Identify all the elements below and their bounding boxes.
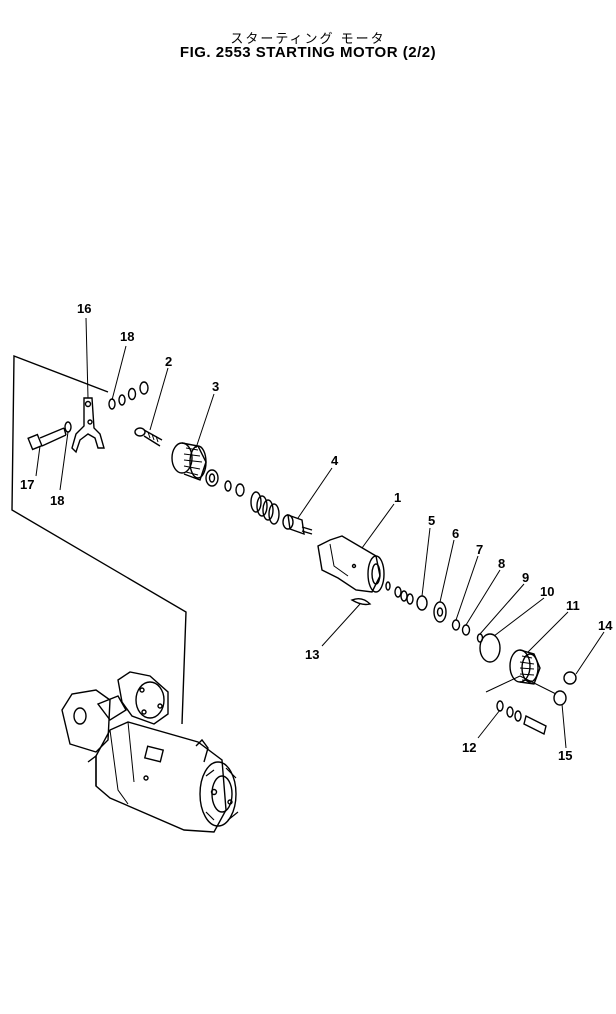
callout-13: 13 — [305, 647, 319, 662]
part-11-end-cover — [509, 649, 541, 685]
callout-8: 8 — [498, 556, 505, 571]
callout-16: 16 — [77, 301, 91, 316]
part-16-shift-lever — [71, 397, 105, 454]
callout-5: 5 — [428, 513, 435, 528]
callout-11: 11 — [566, 598, 580, 613]
part-3-pinion-gear — [171, 442, 207, 481]
callout-9: 9 — [522, 570, 529, 585]
part-small-spring — [385, 581, 414, 605]
part-13-clip — [350, 597, 372, 606]
callout-17: 17 — [20, 477, 34, 492]
part-18-washer-lower — [64, 421, 72, 433]
callout-3: 3 — [212, 379, 219, 394]
starting-motor-assembly — [61, 671, 239, 833]
leader-lines — [35, 317, 605, 749]
part-7-washer — [451, 619, 461, 631]
part-15-cap — [553, 690, 567, 706]
part-1-drive-housing — [317, 535, 385, 593]
diagram-title-japanese: スターティング モータ — [230, 32, 386, 47]
part-spring — [250, 491, 280, 525]
part-12-bolt-set — [496, 700, 547, 736]
part-2-screw — [134, 427, 163, 447]
callout-12: 12 — [462, 740, 476, 755]
part-5-nut — [416, 595, 428, 611]
diagram-title: FIG. 2553 STARTING MOTOR (2/2) — [179, 44, 437, 61]
callout-15: 15 — [558, 748, 572, 763]
callout-10: 10 — [540, 584, 554, 599]
part-6-gear — [433, 601, 447, 623]
part-10-o-ring — [479, 633, 501, 663]
callout-1: 1 — [394, 490, 401, 505]
callout-2: 2 — [165, 354, 172, 369]
assembly-bracket-line — [11, 354, 187, 725]
callout-4: 4 — [331, 453, 339, 468]
part-18-washers-upper — [108, 381, 149, 410]
callout-18-lower: 18 — [50, 493, 64, 508]
callout-labels: 1 2 3 4 5 6 7 8 9 10 11 12 13 14 15 16 1… — [20, 301, 613, 763]
callout-7: 7 — [476, 542, 483, 557]
callout-14: 14 — [598, 618, 613, 633]
part-8-washer — [461, 624, 471, 636]
part-17-bolt — [27, 427, 67, 451]
part-14-cap — [563, 671, 577, 685]
part-4-plunger — [282, 513, 313, 536]
callout-6: 6 — [452, 526, 459, 541]
callout-18-upper: 18 — [120, 329, 134, 344]
part-washer-stack-a — [205, 469, 245, 497]
